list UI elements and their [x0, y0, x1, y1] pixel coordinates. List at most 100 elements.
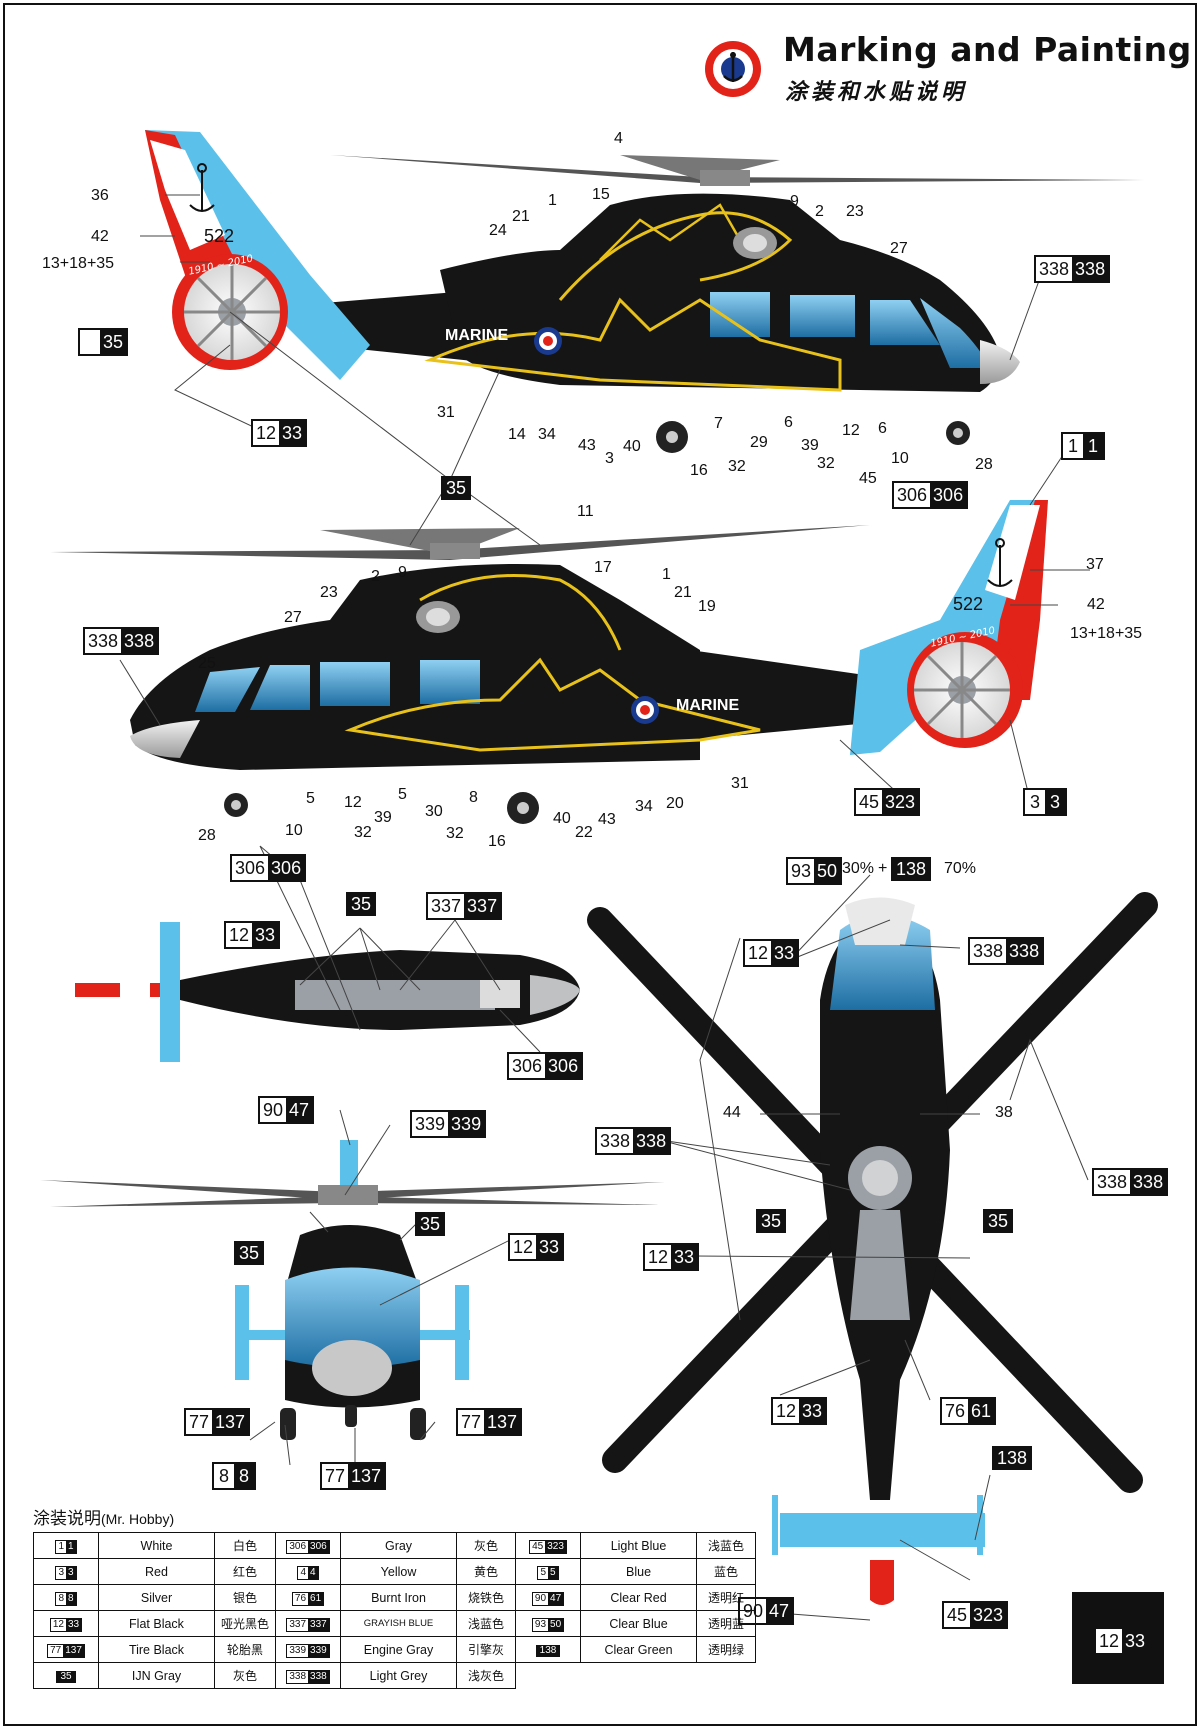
legend-color-name-zh: 银色: [213, 1584, 277, 1611]
paint-code-badge: 35: [441, 476, 472, 500]
callout: 28: [198, 827, 216, 844]
paint-code-badge: 35: [415, 1212, 446, 1236]
legend-color-name-en: GRAYISH BLUE: [340, 1610, 458, 1637]
callout: 32: [446, 825, 464, 842]
callout: 23: [320, 584, 338, 601]
tail-number-left: 522: [953, 594, 984, 614]
legend-title-text: 涂装说明: [33, 1509, 101, 1529]
page-subtitle: 涂装和水贴说明: [785, 80, 968, 105]
callout: 29: [750, 434, 768, 451]
mix-plus: +: [878, 860, 888, 877]
callout: 21: [512, 208, 530, 225]
legend-color-name-en: Gray: [340, 1532, 458, 1559]
callout: 21: [674, 584, 692, 601]
legend-color-name-zh: 红色: [213, 1558, 277, 1585]
legend-color-name-en: Red: [98, 1558, 215, 1585]
header-roundel-icon: [705, 41, 761, 97]
callout: 28: [975, 456, 993, 473]
front-view: [40, 1140, 665, 1440]
callout: 9: [398, 564, 407, 581]
legend-color-name-zh: 轮胎黑: [213, 1636, 277, 1663]
callout: 39: [801, 437, 819, 454]
paint-code-badge: 35: [346, 892, 377, 916]
legend-color-name-en: Light Blue: [580, 1532, 698, 1559]
callout: 27: [284, 609, 302, 626]
legend-color-name-en: Blue: [580, 1558, 698, 1585]
marine-decal-right: MARINE: [445, 327, 509, 344]
paint-code-badge: 35: [756, 1209, 787, 1233]
callout: 34: [635, 798, 653, 815]
legend-color-name-en: IJN Gray: [98, 1662, 215, 1689]
legend-color-name-zh: 浅蓝色: [456, 1610, 517, 1637]
callout: 45: [859, 470, 877, 487]
callout: 6: [878, 420, 887, 437]
callout: 39: [374, 809, 392, 826]
callout: 19: [698, 598, 716, 615]
legend-color-name-zh: 透明蓝: [696, 1610, 757, 1637]
page-frame: [3, 3, 1197, 1726]
callout: 11: [577, 503, 594, 520]
callout: 7: [714, 415, 723, 432]
callout: 42: [1087, 596, 1105, 613]
legend-color-name-zh: 浅灰色: [456, 1662, 517, 1689]
legend-color-name-en: Light Grey: [340, 1662, 458, 1689]
callout: 3: [605, 450, 614, 467]
top-view: [587, 892, 1158, 1605]
callout: 43: [598, 811, 616, 828]
callout: 42: [91, 228, 109, 245]
bottom-view: [75, 922, 580, 1062]
legend-color-name-en: Burnt Iron: [340, 1584, 458, 1611]
legend-color-name-en: White: [98, 1532, 215, 1559]
legend-color-name-zh: 黄色: [456, 1558, 517, 1585]
callout: 44: [723, 1104, 741, 1121]
legend-code-cell: 35: [33, 1662, 99, 1689]
callout: 20: [666, 795, 684, 812]
callout: 22: [575, 824, 593, 841]
callout: 13+18+35: [1070, 625, 1143, 642]
side-view-right: [145, 130, 1150, 453]
callout: 17: [594, 559, 612, 576]
callout: 10: [285, 822, 303, 839]
callout: 6: [784, 414, 793, 431]
legend-color-name-en: Tire Black: [98, 1636, 215, 1663]
legend-color-name-zh: 蓝色: [696, 1558, 757, 1585]
legend-color-name-zh: 灰色: [456, 1532, 517, 1559]
callout: 40: [623, 438, 641, 455]
